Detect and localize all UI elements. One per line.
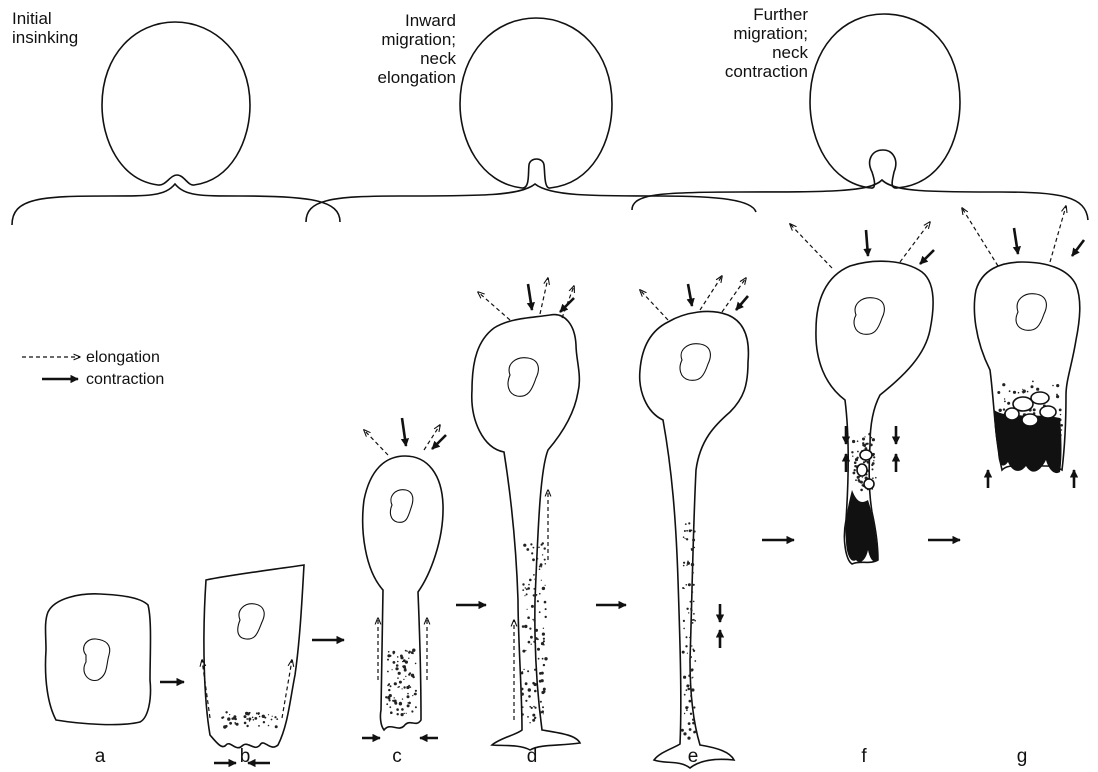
cell-label-f: f — [861, 746, 867, 767]
cell-label-b: b — [240, 746, 251, 767]
cell-label-a: a — [95, 746, 106, 767]
cell-label-c: c — [392, 746, 402, 767]
cell-g — [962, 206, 1084, 488]
legend-contraction-label: contraction — [86, 371, 164, 388]
cell-d — [472, 278, 580, 750]
cell-label-e: e — [688, 746, 699, 767]
cell-label-g: g — [1017, 746, 1028, 767]
cell-b — [202, 565, 304, 763]
cell-e — [640, 276, 749, 768]
cell-c — [362, 418, 446, 738]
legend: elongation contraction — [22, 349, 164, 388]
embryo-outline-inward-migration — [460, 18, 612, 188]
legend-elongation-label: elongation — [86, 349, 160, 366]
embryo-outline-initial-insinking — [102, 22, 250, 185]
cell-a — [45, 594, 150, 725]
brace-inward — [306, 184, 756, 222]
embryo-outline-further-migration — [810, 14, 960, 188]
cell-f — [790, 222, 934, 564]
cell-label-d: d — [527, 746, 538, 767]
brace-initial — [12, 184, 340, 225]
